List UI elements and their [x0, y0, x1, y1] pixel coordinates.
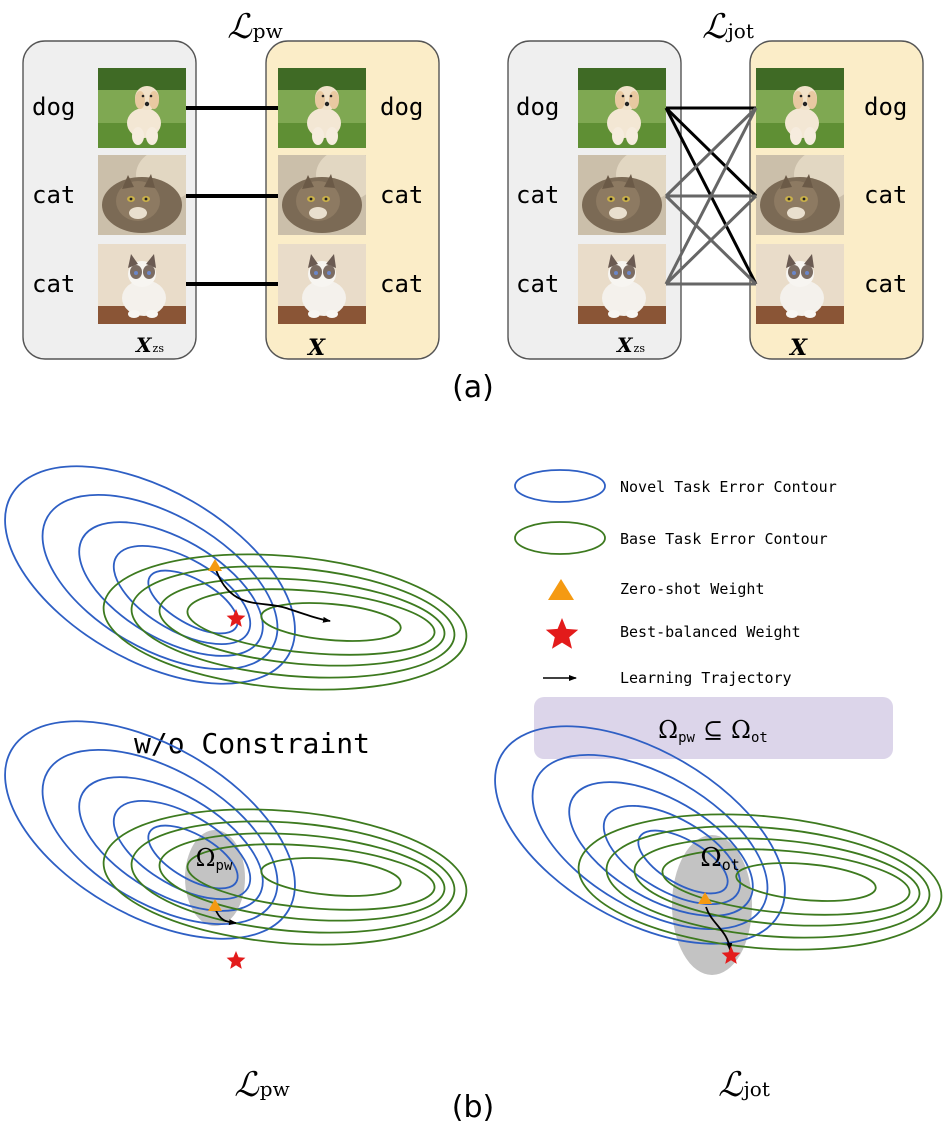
cat-tabby-image — [756, 155, 844, 235]
panel-a-right: ℒjot dog cat cat dog cat cat Xzs X — [507, 7, 924, 361]
best-balanced-star — [226, 951, 246, 969]
legend-zero-shot-text: Zero-shot Weight — [620, 580, 765, 598]
best-balanced-star — [226, 609, 246, 627]
novel-contours — [494, 725, 786, 945]
caption-a: (a) — [452, 370, 494, 405]
ft-label-2: cat — [380, 181, 423, 209]
dog-image — [578, 68, 666, 148]
cat-tabby-image — [578, 155, 666, 235]
zs-set-label: Xzs — [134, 333, 164, 357]
legend: Novel Task Error Contour Base Task Error… — [514, 469, 893, 759]
plot-pairwise: Ωpw ℒpw — [4, 720, 468, 1105]
zero-shot-triangle — [208, 559, 222, 571]
dog-image — [98, 68, 186, 148]
zero-shot-swatch — [548, 579, 574, 600]
joint-lines — [664, 106, 758, 286]
legend-novel-text: Novel Task Error Contour — [620, 478, 837, 496]
zero-shot-triangle — [208, 899, 222, 911]
best-balanced-swatch — [545, 618, 579, 649]
loss-jot-label: ℒjot — [718, 1065, 770, 1105]
learning-trajectory — [214, 566, 331, 623]
cat-white-image — [278, 244, 366, 324]
zs-label-3: cat — [516, 270, 559, 298]
zs-label-2: cat — [516, 181, 559, 209]
plot-joint: Ωot ℒjot — [494, 725, 943, 1105]
cat-tabby-image — [98, 155, 186, 235]
no-constraint-label: w/o Constraint — [134, 727, 370, 760]
ft-label-2: cat — [864, 181, 907, 209]
plot-no-constraint: w/o Constraint — [4, 465, 468, 760]
zs-label-1: dog — [32, 93, 75, 121]
base-contours — [102, 553, 468, 691]
base-contour-swatch — [514, 521, 606, 555]
caption-b: (b) — [452, 1090, 494, 1125]
omega-pw-label: Ωpw — [196, 844, 233, 874]
ft-label-1: dog — [864, 93, 907, 121]
subset-box — [534, 697, 893, 759]
loss-jot-title: ℒjot — [702, 7, 754, 47]
novel-contours — [4, 720, 296, 940]
base-contours — [577, 813, 943, 951]
ft-set-label: X — [306, 335, 326, 361]
best-balanced-star — [721, 946, 741, 964]
omega-ot-label: Ωot — [700, 843, 740, 874]
ft-set-label: X — [788, 335, 808, 361]
zs-label-1: dog — [516, 93, 559, 121]
zs-set-label: Xzs — [615, 333, 645, 357]
legend-best-text: Best-balanced Weight — [620, 623, 801, 641]
panel-a-left: ℒpw dog cat cat dog cat cat Xzs X — [22, 7, 440, 361]
cat-white-image — [756, 244, 844, 324]
cat-tabby-image — [278, 155, 366, 235]
ft-label-3: cat — [864, 270, 907, 298]
zs-label-2: cat — [32, 181, 75, 209]
dog-image — [756, 68, 844, 148]
learning-trajectory — [705, 906, 733, 951]
subset-relation: Ωpw⊆Ωot — [658, 716, 768, 746]
loss-pw-label: ℒpw — [234, 1065, 289, 1105]
legend-base-text: Base Task Error Contour — [620, 530, 828, 548]
base-contours — [102, 808, 468, 946]
zero-shot-triangle — [698, 892, 712, 904]
novel-contours — [4, 465, 296, 685]
ft-label-1: dog — [380, 93, 423, 121]
learning-trajectory — [214, 907, 237, 926]
cat-white-image — [98, 244, 186, 324]
ft-label-3: cat — [380, 270, 423, 298]
cat-white-image — [578, 244, 666, 324]
zs-label-3: cat — [32, 270, 75, 298]
dog-image — [278, 68, 366, 148]
legend-trajectory-text: Learning Trajectory — [620, 669, 792, 687]
novel-contour-swatch — [514, 469, 606, 503]
loss-pw-title: ℒpw — [227, 7, 282, 47]
